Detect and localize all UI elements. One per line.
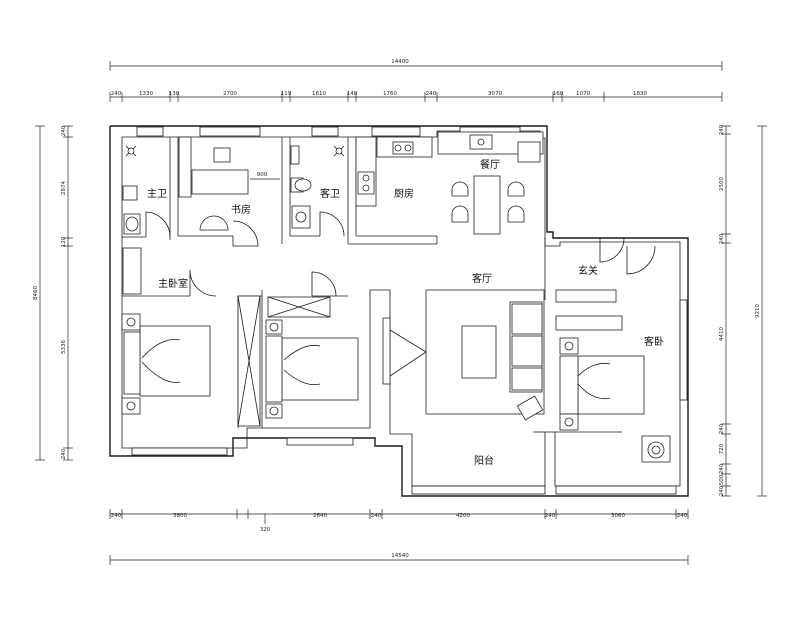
label-dining: 餐厅 bbox=[480, 158, 500, 171]
right-seg-3: 240 bbox=[719, 233, 725, 244]
label-guest-bedroom: 客卧 bbox=[644, 335, 664, 348]
bottom-seg-6: 240 bbox=[545, 513, 556, 519]
dining-furniture bbox=[437, 131, 544, 235]
label-balcony: 阳台 bbox=[474, 454, 494, 467]
bottom-seg-3: 2640 bbox=[313, 513, 327, 519]
label-kitchen: 厨房 bbox=[394, 187, 414, 200]
left-seg-3: 120 bbox=[61, 236, 67, 247]
study-furniture: 900 bbox=[178, 136, 280, 231]
top-segment-dimension: 240 1330 130 2700 119 1610 140 1760 240 … bbox=[109, 91, 723, 102]
top-seg-13: 1830 bbox=[633, 91, 647, 97]
master-bedroom-furniture bbox=[121, 247, 261, 427]
balcony-washer bbox=[641, 435, 671, 463]
right-total-dimension: 9210 bbox=[755, 125, 767, 497]
label-master-bath: 主卫 bbox=[147, 188, 167, 200]
top-seg-7: 140 bbox=[347, 91, 358, 97]
top-seg-12: 1070 bbox=[576, 91, 590, 97]
right-seg-9: 240 bbox=[719, 485, 725, 496]
left-seg-1: 240 bbox=[61, 125, 67, 136]
left-total-dimension: 8460 bbox=[33, 125, 45, 461]
label-study: 书房 bbox=[231, 203, 251, 216]
bottom-seg-2: 3800 bbox=[173, 513, 187, 519]
top-seg-6: 1610 bbox=[312, 91, 326, 97]
master-bath-fixtures bbox=[122, 145, 141, 235]
top-total-label: 14400 bbox=[391, 59, 409, 65]
top-seg-8: 1760 bbox=[383, 91, 397, 97]
left-total-label: 8460 bbox=[33, 286, 39, 300]
top-seg-9: 240 bbox=[426, 91, 437, 97]
left-seg-5: 240 bbox=[61, 448, 67, 459]
bottom-seg-8: 240 bbox=[677, 513, 688, 519]
bottom-total-dimension: 14540 bbox=[109, 553, 689, 565]
label-foyer: 玄关 bbox=[578, 264, 598, 277]
right-seg-1: 240 bbox=[719, 124, 725, 135]
bottom-seg-5: 4200 bbox=[456, 513, 470, 519]
windows bbox=[131, 126, 688, 495]
left-segment-dimension: 240 2874 120 5336 240 bbox=[61, 125, 73, 461]
label-living-room: 客厅 bbox=[472, 272, 492, 285]
second-bedroom-furniture bbox=[265, 296, 359, 419]
left-seg-4: 5336 bbox=[61, 340, 67, 354]
doors bbox=[145, 211, 656, 297]
right-seg-8: 500 bbox=[719, 474, 725, 485]
top-seg-4: 2700 bbox=[223, 91, 237, 97]
right-seg-6: 720 bbox=[719, 443, 725, 454]
bottom-seg-4: 240 bbox=[371, 513, 382, 519]
right-seg-7: 240 bbox=[719, 463, 725, 474]
room-labels: 主卫 书房 客卫 厨房 餐厅 主卧室 客厅 玄关 客卧 阳台 bbox=[147, 158, 664, 467]
bottom-seg-7: 3060 bbox=[611, 513, 625, 519]
right-seg-2: 2500 bbox=[719, 177, 725, 191]
top-total-dimension: 14400 bbox=[109, 59, 723, 71]
study-inner-dim: 900 bbox=[257, 172, 268, 178]
right-segment-dimension: 240 2500 240 4410 240 720 240 500 240 bbox=[719, 124, 731, 497]
bottom-seg-1: 240 bbox=[111, 513, 122, 519]
guest-bath-fixtures bbox=[290, 145, 345, 229]
foyer-cabinets bbox=[555, 289, 623, 331]
top-seg-3: 130 bbox=[169, 91, 180, 97]
right-seg-4: 4410 bbox=[719, 327, 725, 341]
bottom-mid-label: 320 bbox=[260, 527, 271, 533]
label-master-bedroom: 主卧室 bbox=[158, 277, 188, 290]
guest-bedroom-furniture bbox=[559, 337, 645, 431]
kitchen-fixtures bbox=[355, 136, 433, 207]
right-total-label: 9210 bbox=[755, 304, 761, 318]
right-seg-5: 240 bbox=[719, 423, 725, 434]
left-seg-2: 2874 bbox=[61, 181, 67, 195]
label-guest-bath: 客卫 bbox=[320, 187, 340, 200]
bottom-total-label: 14540 bbox=[391, 553, 409, 559]
top-seg-10: 3070 bbox=[488, 91, 502, 97]
top-seg-2: 1330 bbox=[139, 91, 153, 97]
living-room-furniture bbox=[382, 289, 545, 421]
top-seg-5: 119 bbox=[281, 91, 292, 97]
top-seg-11: 160 bbox=[553, 91, 564, 97]
bottom-segment-dimension: 240 3800 2640 240 4200 240 3060 240 320 bbox=[109, 509, 689, 533]
top-seg-1: 240 bbox=[111, 91, 122, 97]
